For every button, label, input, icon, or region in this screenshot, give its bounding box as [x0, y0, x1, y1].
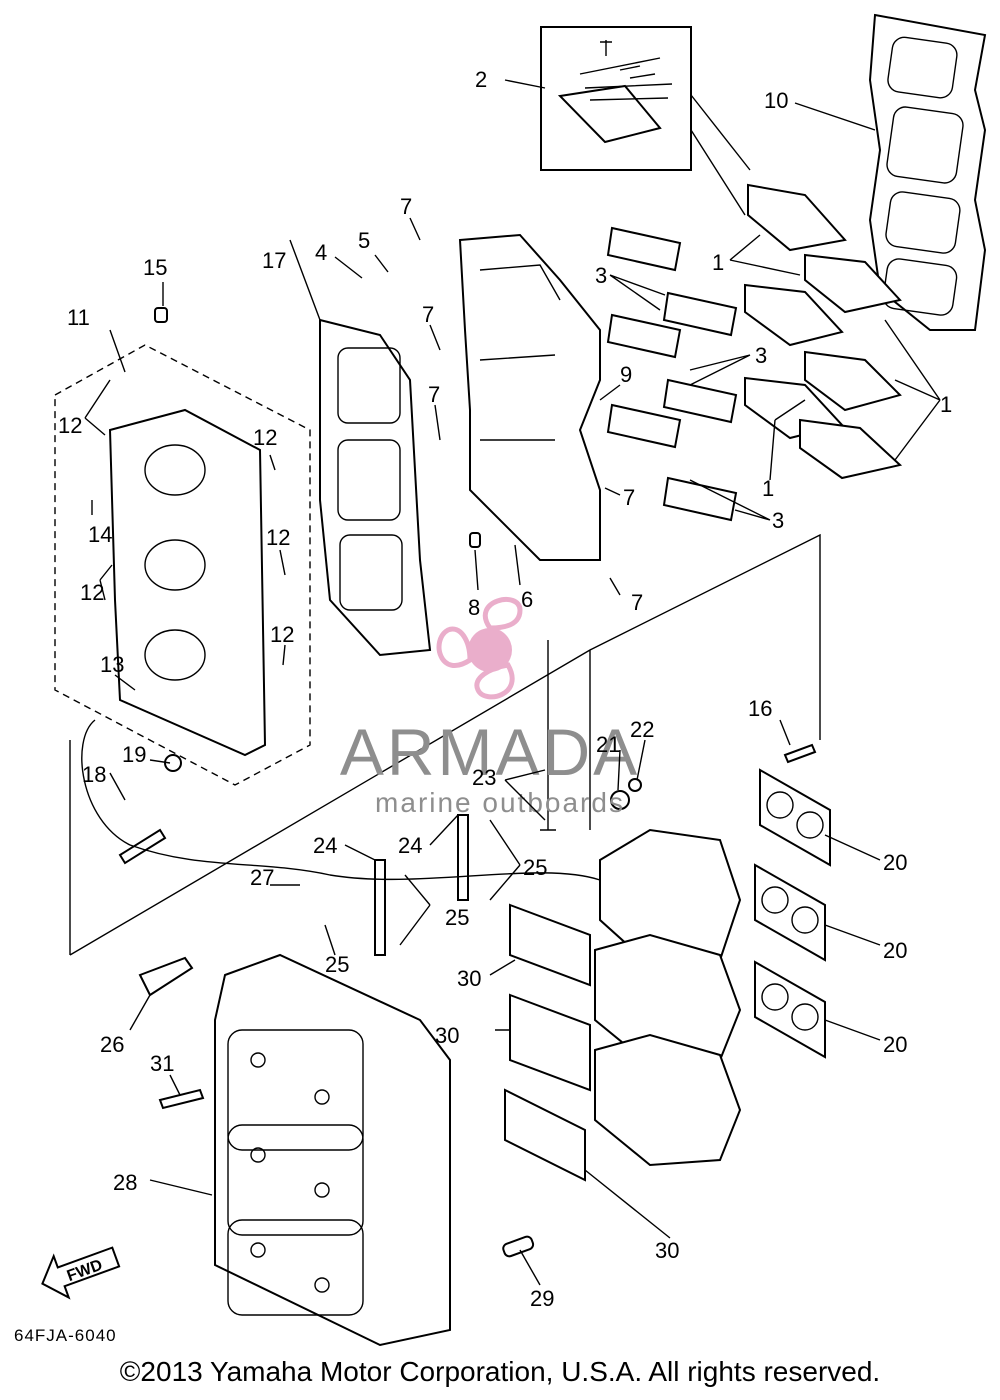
silencer-cover-28 [214, 953, 451, 1347]
callout-24: 24 [398, 833, 422, 858]
callout-25: 25 [523, 855, 547, 880]
callout-20: 20 [883, 1032, 907, 1057]
callout-13: 13 [100, 652, 124, 677]
callout-7: 7 [623, 485, 635, 510]
callout-5: 5 [358, 228, 370, 253]
callout-20: 20 [883, 938, 907, 963]
callout-27: 27 [250, 865, 274, 890]
callout-1: 1 [940, 392, 952, 417]
detail-leader-lines [690, 94, 751, 216]
callout-30: 30 [655, 1238, 679, 1263]
reed-gaskets-3 [606, 226, 738, 522]
reed-valve-plate-6 [458, 233, 601, 561]
copyright-notice: ©2013 Yamaha Motor Corporation, U.S.A. A… [119, 1356, 881, 1387]
callout-7: 7 [400, 194, 412, 219]
callout-8: 8 [468, 595, 480, 620]
callout-24: 24 [313, 833, 337, 858]
leader-lines [84, 79, 941, 1286]
callout-12: 12 [270, 622, 294, 647]
callout-21: 21 [596, 732, 620, 757]
callout-25: 25 [325, 952, 349, 977]
throttle-gaskets-30 [504, 903, 591, 1182]
hose-line [81, 719, 601, 881]
callout-19: 19 [122, 742, 146, 767]
callout-12: 12 [58, 413, 82, 438]
callout-6: 6 [521, 587, 533, 612]
callout-28: 28 [113, 1170, 137, 1195]
reed-valve-assemblies-1 [744, 183, 903, 480]
callout-26: 26 [100, 1032, 124, 1057]
callout-3: 3 [755, 343, 767, 368]
diagram-code: 64FJA-6040 [14, 1326, 117, 1345]
propeller-logo-icon [436, 597, 523, 700]
callout-12: 12 [266, 525, 290, 550]
callout-10: 10 [764, 88, 788, 113]
callout-1: 1 [762, 476, 774, 501]
callout-23: 23 [472, 765, 496, 790]
cover-dashed-outline [54, 344, 311, 786]
gasket-17 [319, 318, 432, 657]
callout-7: 7 [631, 590, 643, 615]
callout-25: 25 [445, 905, 469, 930]
callout-18: 18 [82, 762, 106, 787]
callout-11: 11 [67, 305, 90, 330]
forward-direction-arrow: FWD [41, 1246, 121, 1300]
lower-assembly-boundary [69, 533, 821, 956]
callout-7: 7 [428, 382, 440, 407]
callout-12: 12 [80, 580, 104, 605]
callout-3: 3 [595, 263, 607, 288]
watermark-tagline: marine outboards [375, 787, 625, 818]
callout-labels: 1 1 1 2 3 3 3 4 5 6 7 7 7 7 7 8 9 10 11 … [58, 67, 952, 1311]
small-hardware [118, 307, 817, 1258]
watermark-brand: ARMADA [340, 715, 640, 789]
throttle-body-plate-11 [108, 408, 267, 757]
callout-31: 31 [150, 1051, 174, 1076]
callout-30: 30 [435, 1023, 459, 1048]
reed-valve-detail-box [540, 26, 692, 171]
callout-3: 3 [772, 508, 784, 533]
throttle-body-assembly [594, 828, 742, 1167]
throttle-gaskets-20 [754, 768, 831, 1059]
callout-22: 22 [630, 717, 654, 742]
callout-7: 7 [422, 302, 434, 327]
callout-9: 9 [620, 362, 632, 387]
callout-29: 29 [530, 1286, 554, 1311]
intake-gasket-10 [868, 13, 987, 331]
callout-4: 4 [315, 240, 327, 265]
callout-12: 12 [253, 425, 277, 450]
callout-15: 15 [143, 255, 167, 280]
callout-14: 14 [88, 522, 112, 547]
armada-watermark: ARMADA marine outboards [340, 597, 640, 818]
callout-17: 17 [262, 248, 286, 273]
callout-30: 30 [457, 966, 481, 991]
callout-1: 1 [712, 250, 724, 275]
callout-20: 20 [883, 850, 907, 875]
callout-16: 16 [748, 696, 772, 721]
fwd-label: FWD [65, 1257, 105, 1285]
callout-2: 2 [475, 67, 487, 92]
